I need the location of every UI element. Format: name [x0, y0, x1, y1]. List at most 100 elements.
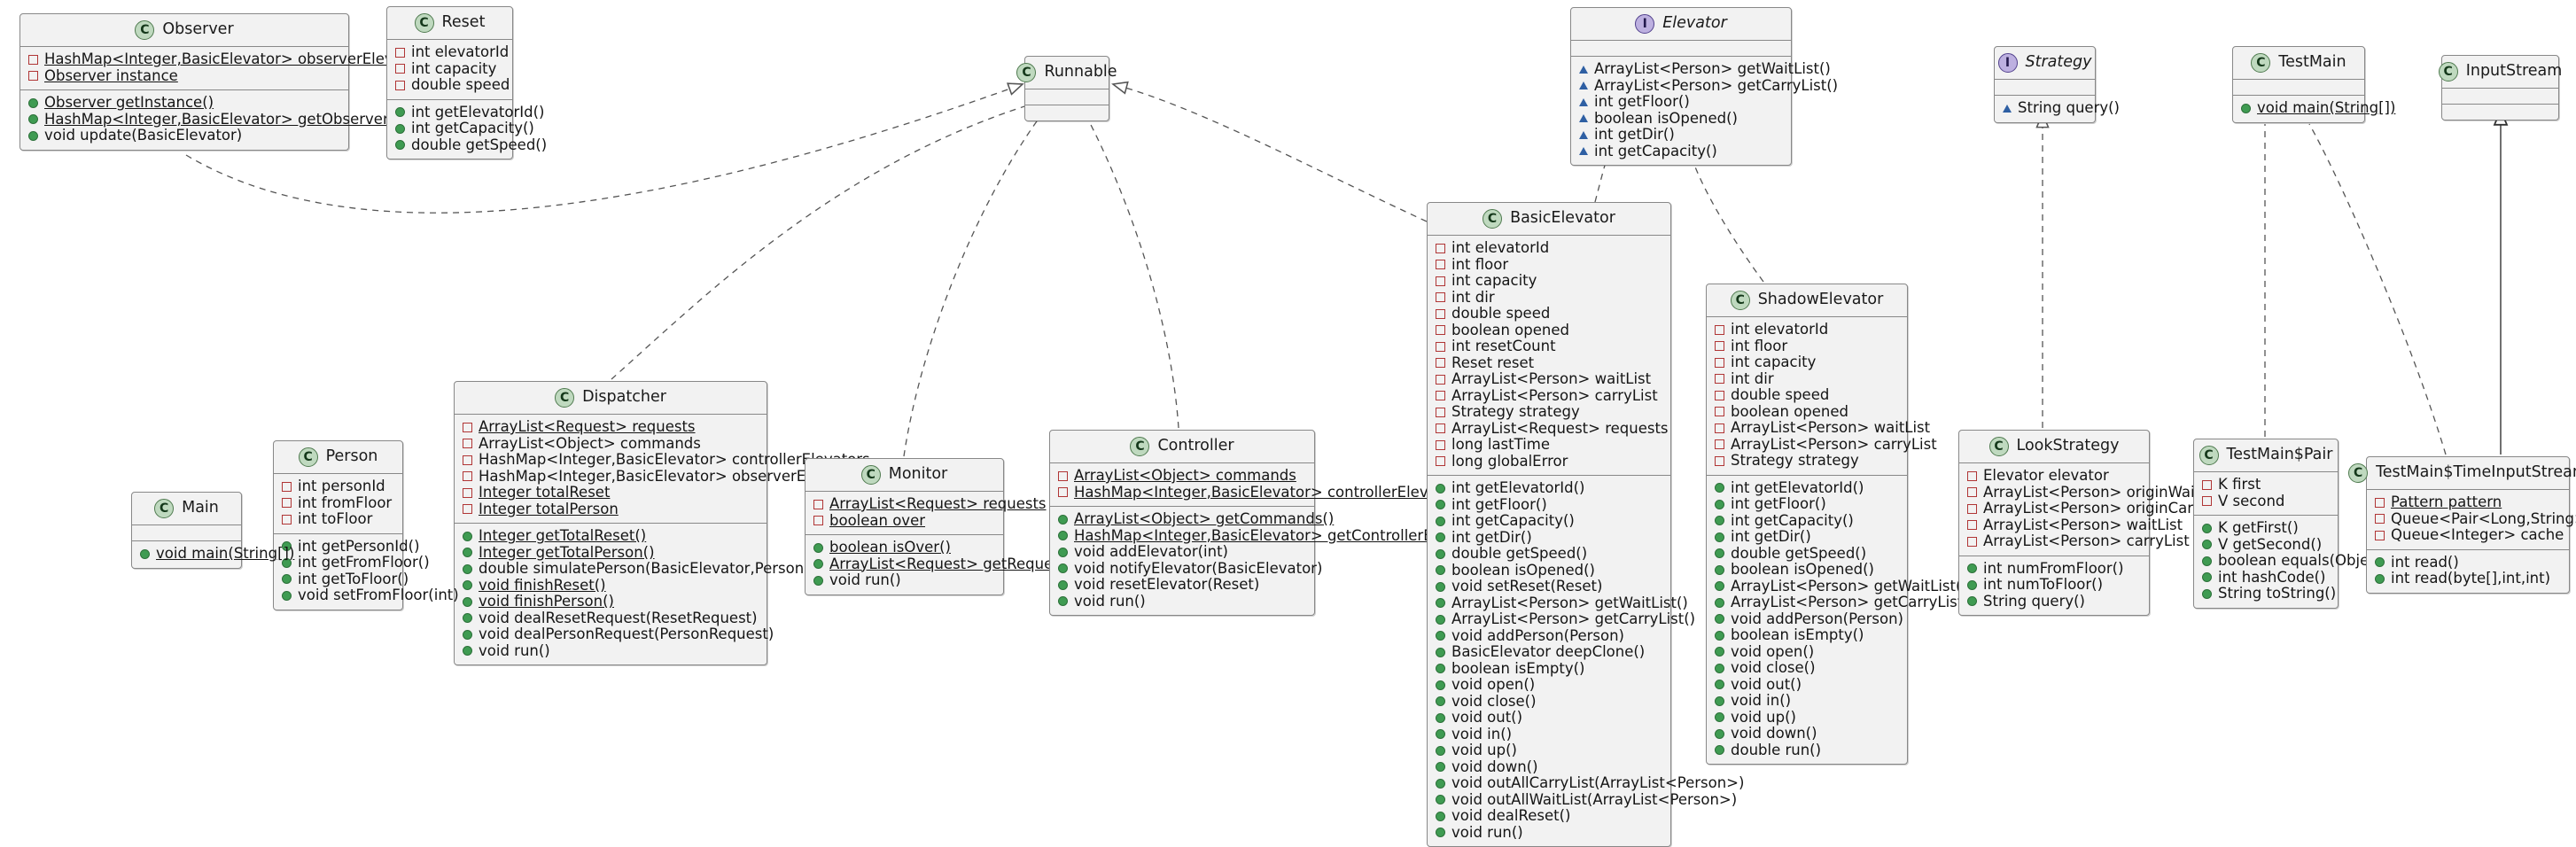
method-marker-icon — [1436, 762, 1445, 773]
class-name: LookStrategy — [2016, 437, 2120, 455]
class-method: void outAllCarryList(ArrayList<Person>) — [1436, 775, 1744, 792]
field-marker-icon — [2202, 479, 2212, 490]
field-marker-icon — [1436, 341, 1445, 352]
method-label: ArrayList<Request> getRequests() — [829, 555, 1086, 572]
field-label: ArrayList<Request> requests — [479, 418, 696, 435]
field-marker-icon — [395, 80, 405, 90]
method-label: double simulatePerson(BasicElevator,Pers… — [479, 560, 810, 577]
methods-section: int numFromFloor()int numToFloor()String… — [1959, 556, 2149, 616]
class-method: void in() — [1715, 693, 1899, 710]
method-marker-icon — [1436, 778, 1445, 789]
method-label: int getCapacity() — [411, 120, 534, 136]
field-marker-icon — [1715, 407, 1724, 417]
method-marker-icon — [1715, 745, 1724, 756]
class-field: boolean opened — [1715, 404, 1899, 421]
method-label: void addPerson(Person) — [1451, 626, 1624, 644]
class-name: TestMain$TimeInputStream — [2376, 463, 2576, 482]
methods-section: void main(String[]) — [2233, 96, 2395, 122]
field-label: HashMap<Integer,BasicElevator> controlle… — [1074, 483, 1466, 501]
class-method: boolean isEmpty() — [1715, 627, 1899, 644]
method-marker-icon — [1436, 795, 1445, 805]
class-method: void addElevator(int) — [1058, 544, 1306, 561]
class-field: ArrayList<Person> waitList — [1436, 371, 1662, 388]
method-marker-icon — [1058, 531, 1068, 541]
class-method: void dealResetRequest(ResetRequest) — [463, 610, 759, 627]
class-field: ArrayList<Person> waitList — [1715, 420, 1930, 437]
field-label: double speed — [1451, 305, 1551, 322]
class-method: ArrayList<Person> getCarryList() — [1579, 78, 1838, 95]
method-label: K getFirst() — [2218, 519, 2299, 536]
method-marker-icon — [463, 629, 472, 640]
class-field: ArrayList<Person> waitList — [1967, 517, 2183, 534]
method-label: void close() — [1451, 692, 1537, 710]
field-marker-icon — [1715, 374, 1724, 385]
method-marker-icon — [28, 97, 38, 108]
field-label: int floor — [1731, 337, 1788, 354]
method-marker-icon — [2241, 103, 2251, 113]
field-marker-icon — [1058, 487, 1068, 498]
fields-section — [2442, 89, 2558, 105]
field-marker-icon — [463, 471, 472, 482]
class-method: int numFromFloor() — [1967, 561, 2141, 578]
class-field: Strategy strategy — [1436, 404, 1662, 421]
class-method: int getCapacity() — [1436, 513, 1662, 530]
method-marker-icon — [1715, 712, 1724, 723]
method-marker-icon — [1715, 663, 1724, 673]
field-label: int dir — [1451, 288, 1495, 306]
method-marker-icon — [1436, 614, 1445, 625]
method-label: V getSecond() — [2218, 535, 2323, 553]
class-field: Elevator elevator — [1967, 468, 2141, 485]
method-marker-icon — [28, 130, 38, 141]
method-marker-icon — [1436, 696, 1445, 707]
method-marker-icon — [1058, 514, 1068, 525]
methods-section: ArrayList<Object> getCommands()HashMap<I… — [1050, 507, 1503, 615]
class-field: boolean opened — [1436, 322, 1662, 339]
class-field: int elevatorId — [1715, 322, 1899, 338]
fields-section — [1995, 80, 2095, 96]
method-label: int getElevatorId() — [1731, 478, 1864, 496]
class-field: HashMap<Integer,BasicElevator> observerE… — [463, 469, 865, 486]
method-marker-icon — [1436, 500, 1445, 510]
field-label: long lastTime — [1451, 436, 1550, 453]
field-marker-icon — [395, 47, 405, 58]
method-label: void dealPersonRequest(PersonRequest) — [479, 626, 774, 642]
class-method: Observer getInstance() — [28, 95, 340, 112]
method-marker-icon — [1715, 728, 1724, 739]
method-label: String query() — [2018, 99, 2120, 116]
method-marker-icon — [1436, 565, 1445, 576]
method-label: void in() — [1731, 692, 1792, 709]
class-method: boolean isEmpty() — [1436, 661, 1662, 678]
field-marker-icon — [282, 514, 292, 525]
class-method: int getElevatorId() — [1715, 480, 1899, 497]
fields-section — [2233, 80, 2364, 96]
method-marker-icon — [1715, 695, 1724, 706]
methods-section: int getElevatorId()int getFloor()int get… — [1428, 476, 1744, 846]
field-marker-icon — [1436, 374, 1445, 385]
field-marker-icon — [1436, 276, 1445, 286]
method-marker-icon — [1715, 516, 1724, 526]
class-method: void main(String[]) — [140, 546, 294, 563]
field-marker-icon — [1715, 439, 1724, 450]
method-marker-icon — [2202, 556, 2212, 566]
class-field: Reset reset — [1436, 355, 1662, 372]
class-method: int getCapacity() — [1579, 144, 1783, 160]
